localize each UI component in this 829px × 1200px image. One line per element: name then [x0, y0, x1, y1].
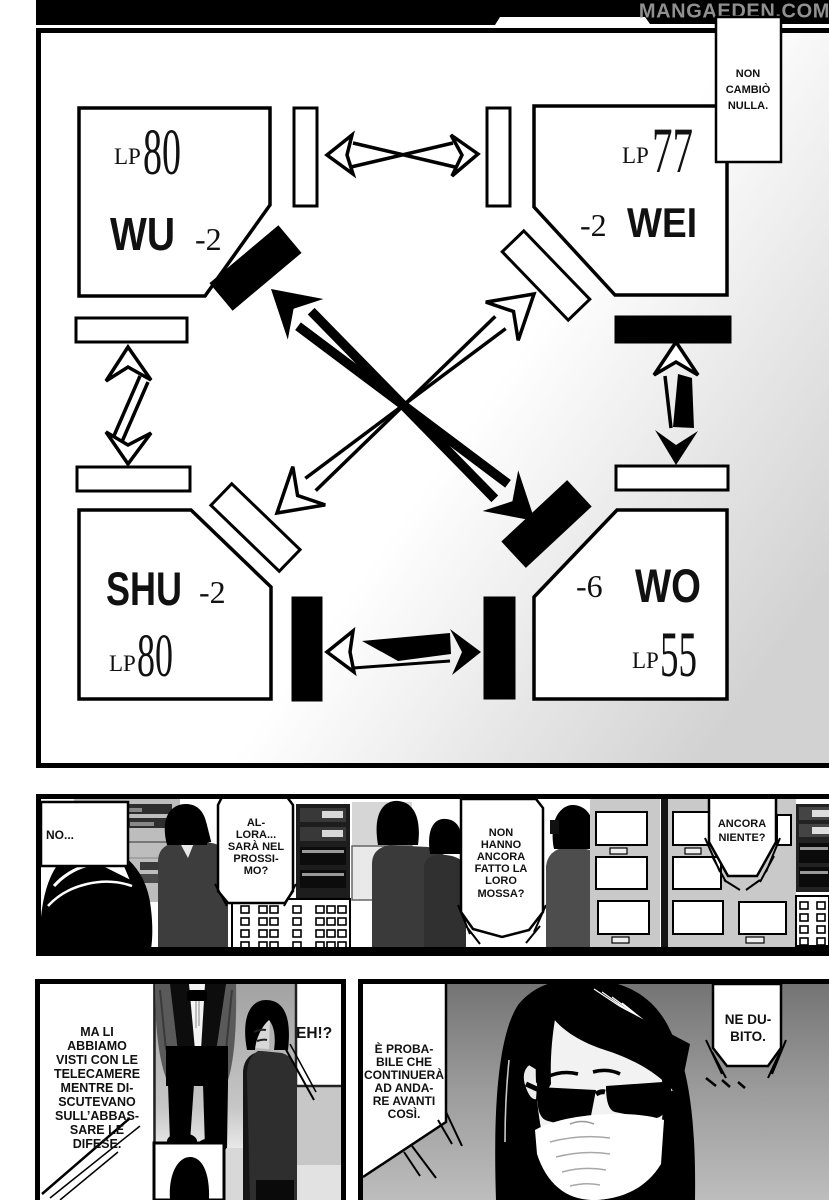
svg-text:-2: -2 [580, 207, 607, 243]
svg-text:LP: LP [622, 143, 649, 168]
svg-text:SARÀ NEL: SARÀ NEL [228, 840, 285, 853]
svg-text:FATTO LA: FATTO LA [475, 863, 528, 875]
svg-text:MOSSA?: MOSSA? [477, 888, 524, 900]
svg-text:DIFESE.: DIFESE. [73, 1137, 122, 1151]
svg-text:RE AVANTI: RE AVANTI [373, 1094, 435, 1108]
svg-text:LORA...: LORA... [236, 829, 276, 841]
svg-text:NE DU-: NE DU- [725, 1012, 772, 1027]
svg-text:BILE CHE: BILE CHE [376, 1055, 432, 1069]
svg-text:È PROBA-: È PROBA- [375, 1041, 434, 1056]
svg-text:AL-: AL- [247, 817, 266, 829]
svg-text:-6: -6 [576, 568, 603, 604]
svg-text:SCUTEVANO: SCUTEVANO [58, 1095, 136, 1109]
svg-text:MENTRE DI-: MENTRE DI- [61, 1081, 134, 1095]
svg-text:ANCORA: ANCORA [477, 851, 525, 863]
svg-text:ANCORA: ANCORA [718, 818, 766, 830]
svg-text:HANNO: HANNO [481, 839, 522, 851]
svg-text:NO...: NO... [46, 828, 74, 842]
svg-text:WO: WO [635, 559, 701, 612]
svg-text:CAMBIÒ: CAMBIÒ [726, 83, 771, 96]
svg-text:WU: WU [110, 208, 175, 260]
svg-text:-2: -2 [199, 574, 226, 610]
svg-text:55: 55 [660, 619, 697, 691]
svg-text:80: 80 [137, 623, 173, 690]
svg-text:SARE LE: SARE LE [70, 1123, 124, 1137]
svg-text:LORO: LORO [485, 875, 517, 887]
svg-text:TELECAMERE: TELECAMERE [54, 1067, 140, 1081]
svg-text:AD ANDA-: AD ANDA- [375, 1081, 434, 1095]
svg-text:VISTI CON LE: VISTI CON LE [56, 1053, 138, 1067]
svg-text:MA LI: MA LI [80, 1025, 114, 1039]
svg-text:SULL’ABBAS-: SULL’ABBAS- [55, 1109, 139, 1123]
svg-text:LP: LP [109, 651, 136, 676]
svg-text:NULLA.: NULLA. [728, 100, 768, 112]
svg-text:EH!?: EH!? [296, 1025, 332, 1042]
svg-text:ABBIAMO: ABBIAMO [67, 1039, 127, 1053]
svg-text:WEI: WEI [627, 199, 697, 246]
svg-text:BITO.: BITO. [730, 1029, 766, 1044]
svg-text:LP: LP [632, 648, 659, 673]
svg-text:PROSSI-: PROSSI- [233, 853, 279, 865]
svg-text:COSÌ.: COSÌ. [388, 1106, 421, 1121]
svg-text:NON: NON [489, 827, 514, 839]
svg-text:-2: -2 [195, 221, 222, 257]
svg-text:MO?: MO? [244, 865, 269, 877]
svg-text:NIENTE?: NIENTE? [718, 832, 765, 844]
svg-text:LP: LP [114, 144, 141, 169]
svg-text:80: 80 [143, 116, 181, 189]
svg-text:SHU: SHU [106, 562, 182, 615]
svg-text:77: 77 [652, 115, 693, 187]
svg-text:NON: NON [736, 68, 761, 80]
svg-text:CONTINUERÀ: CONTINUERÀ [364, 1067, 444, 1082]
